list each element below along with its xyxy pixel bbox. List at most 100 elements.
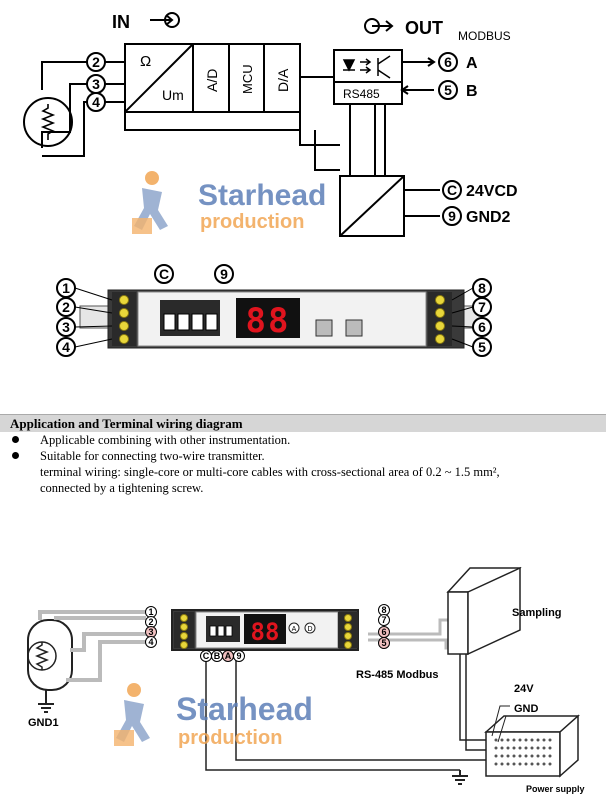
svg-text:2: 2: [62, 299, 70, 315]
svg-text:A: A: [225, 651, 232, 661]
front-led-display: [236, 298, 300, 338]
wiring-terminal-3: 3: [145, 626, 157, 638]
out-a-label: A: [466, 55, 478, 72]
front-terminal-1: 1: [56, 278, 76, 298]
svg-text:5: 5: [478, 339, 486, 355]
block-diagram: IN OUT MODBUS Ω Um A/D MCU D/A RS485: [23, 12, 518, 237]
watermark-sub-bottom: production: [178, 727, 282, 749]
gnd2-label: GND2: [466, 209, 511, 226]
svg-text:3: 3: [148, 627, 153, 637]
svg-text:4: 4: [148, 637, 153, 647]
front-right-terminal-block: [428, 292, 452, 346]
sampling-label: Sampling: [512, 607, 562, 619]
power-supply-unit: [484, 714, 580, 778]
svg-text:6: 6: [478, 319, 486, 335]
front-terminal-3: 3: [56, 317, 76, 337]
svg-text:C: C: [203, 651, 210, 661]
bullet-list: Applicable combining with other instrume…: [0, 432, 606, 496]
svg-text:B: B: [214, 651, 221, 661]
front-terminal-4: 4: [56, 337, 76, 357]
svg-text:1: 1: [148, 607, 153, 617]
bullet-dot-icon: [12, 452, 19, 459]
svg-text:3: 3: [92, 76, 100, 92]
wiring-terminal-1: 1: [145, 606, 157, 618]
out-arrow-icon: [364, 18, 394, 34]
bullet-item-2: Suitable for connecting two-wire transmi…: [0, 448, 606, 496]
wiring-terminal-c: C: [200, 650, 212, 662]
svg-text:6: 6: [444, 54, 452, 70]
bullet-item-2-line-3: connected by a tightening screw.: [40, 481, 204, 495]
da-label: D/A: [275, 68, 291, 92]
out-label: OUT: [405, 18, 443, 38]
gnd1-label: GND1: [28, 717, 59, 729]
power-supply-label: Power supply: [526, 784, 585, 794]
wiring-terminal-9: 9: [233, 650, 245, 662]
optocoupler-icon: [342, 55, 391, 79]
wiring-terminal-7: 7: [378, 614, 390, 626]
wiring-resistor-icon: [34, 642, 50, 670]
gnd-label: GND: [514, 703, 539, 715]
front-terminal-8: 8: [472, 278, 492, 298]
svg-text:7: 7: [381, 615, 386, 625]
front-terminal-7: 7: [472, 297, 492, 317]
section-title: Application and Terminal wiring diagram: [0, 414, 606, 432]
application-section: Application and Terminal wiring diagram …: [0, 414, 606, 496]
rs485-label: RS485: [343, 87, 380, 101]
svg-text:9: 9: [220, 266, 228, 282]
front-button-1[interactable]: [315, 319, 333, 337]
ad-label: A/D: [204, 69, 220, 92]
power-module: [339, 175, 405, 237]
front-button-2[interactable]: [345, 319, 363, 337]
um-label: Um: [162, 87, 184, 103]
svg-text:9: 9: [448, 208, 456, 224]
svg-text:5: 5: [381, 638, 386, 648]
bullet-item-2-line-2: terminal wiring: single-core or multi-co…: [40, 465, 500, 479]
terminal-6-top: 6: [438, 52, 458, 72]
svg-text:C: C: [447, 182, 457, 198]
device-front-view: C 9 88 1 2 3 4 8 7 6 5: [56, 264, 492, 357]
svg-text:5: 5: [444, 82, 452, 98]
wiring-btn-a-label: A: [292, 626, 297, 633]
wiring-terminal-b: B: [211, 650, 223, 662]
watermark-brand-bottom: Starhead: [176, 691, 313, 727]
mcu-label: MCU: [240, 64, 255, 94]
v24-label: 24V: [514, 683, 534, 695]
front-terminal-6: 6: [472, 317, 492, 337]
wiring-button-a[interactable]: [288, 622, 300, 634]
terminal-4-top: 4: [86, 92, 106, 112]
svg-text:1: 1: [62, 280, 70, 296]
terminal-2-top: 2: [86, 52, 106, 72]
front-terminal-5: 5: [472, 337, 492, 357]
sampling-device: [446, 566, 522, 656]
wiring-button-d[interactable]: [304, 622, 316, 634]
watermark-figure-icon-bottom: [114, 683, 150, 746]
out-b-label: B: [466, 83, 478, 100]
front-led-value: 88: [246, 301, 291, 341]
converter-box: [124, 43, 301, 131]
front-left-terminal-block: [112, 292, 136, 346]
wiring-terminal-2: 2: [145, 616, 157, 628]
svg-text:9: 9: [236, 651, 241, 661]
wiring-terminal-a: A: [222, 650, 234, 662]
sensor-circle: [23, 97, 73, 147]
wiring-btn-d-label: D: [307, 626, 312, 633]
front-label-9: 9: [214, 264, 234, 284]
omega-label: Ω: [140, 53, 151, 70]
wiring-led-value: 88: [251, 618, 280, 646]
wiring-terminal-8: 8: [378, 604, 390, 616]
svg-text:8: 8: [478, 280, 486, 296]
wiring-terminal-6: 6: [378, 626, 390, 638]
in-arrow-icon: [150, 12, 180, 28]
terminal-9-top: 9: [442, 206, 462, 226]
rs485-modbus-label: RS-485 Modbus: [356, 669, 439, 681]
resistor-icon: [40, 104, 56, 140]
svg-text:6: 6: [381, 627, 386, 637]
terminal-c-top: C: [442, 180, 462, 200]
bullet-item-1: Applicable combining with other instrume…: [0, 432, 606, 448]
sensor-probe: [27, 619, 73, 691]
svg-text:2: 2: [148, 617, 153, 627]
in-label: IN: [112, 12, 130, 32]
svg-text:C: C: [159, 266, 169, 282]
wiring-led-display: [244, 614, 286, 644]
terminal-5-top: 5: [438, 80, 458, 100]
